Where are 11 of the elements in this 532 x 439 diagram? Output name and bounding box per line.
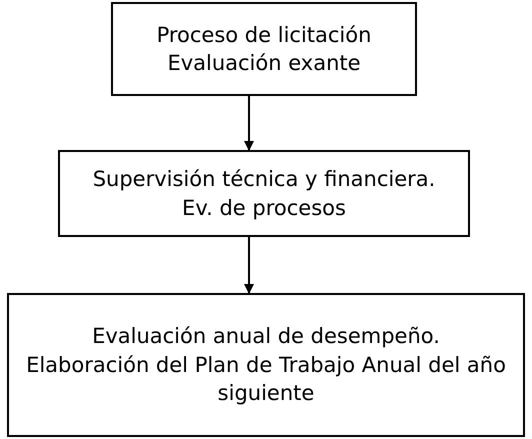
arrow <box>244 237 254 294</box>
box-text: Evaluación exante <box>167 50 361 77</box>
arrow <box>244 96 254 151</box>
process-box <box>58 150 470 237</box>
box-text: Elaboración del Plan de Trabajo Anual del año siguiente <box>25 352 507 408</box>
process-box <box>111 2 417 96</box>
box-text: Supervisión técnica y financiera. <box>92 166 436 194</box>
box-text: Proceso de licitación <box>156 22 372 49</box>
box-text: Ev. de procesos <box>182 194 346 222</box>
box-text: Evaluación anual de desempeño. <box>92 323 440 350</box>
process-box <box>7 293 525 437</box>
